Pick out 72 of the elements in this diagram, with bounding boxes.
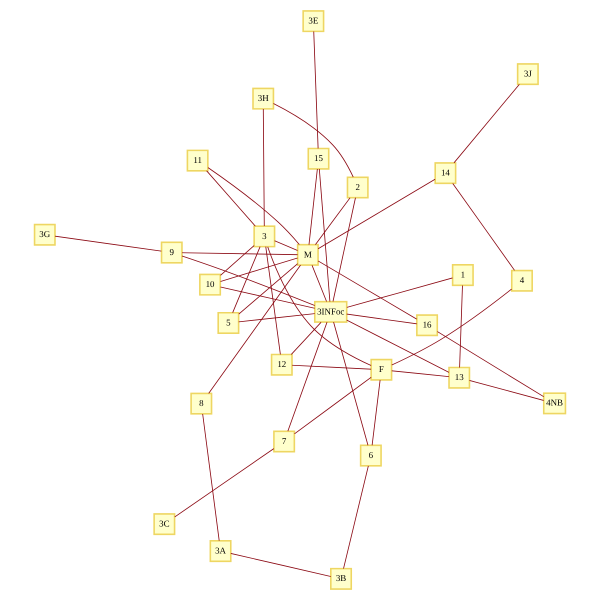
connector <box>274 240 298 251</box>
node-box: 4 <box>510 270 533 292</box>
connector <box>332 197 356 302</box>
connector <box>182 256 316 306</box>
connector <box>262 108 265 226</box>
node-box: 3A <box>210 540 232 562</box>
connector <box>206 170 256 227</box>
connector <box>308 168 318 246</box>
node-box: 11 <box>186 150 209 172</box>
node-box: 3B <box>330 568 352 590</box>
node-box: 10 <box>199 274 222 296</box>
node-box: 3H <box>252 88 274 110</box>
node-box: 5 <box>217 312 240 334</box>
connector <box>267 246 372 366</box>
connector <box>182 252 298 256</box>
connector <box>220 286 316 309</box>
node-box: 1 <box>452 264 474 286</box>
node-box: 15 <box>307 148 330 170</box>
connector <box>312 264 327 302</box>
connector <box>230 553 332 577</box>
connector <box>265 246 281 355</box>
connector <box>452 183 515 271</box>
node-box: 14 <box>434 162 456 184</box>
connector <box>174 448 274 518</box>
connector <box>318 260 418 320</box>
connector <box>346 278 453 308</box>
connector <box>202 414 220 542</box>
node-box: 3G <box>34 224 56 246</box>
node-box: 12 <box>270 354 293 376</box>
node-box: M <box>296 244 319 266</box>
connector <box>208 264 301 394</box>
connector <box>469 380 544 401</box>
connector <box>454 84 520 164</box>
connector <box>346 314 418 324</box>
connector <box>391 370 450 378</box>
node-box: 3INFoc <box>314 300 348 323</box>
connector <box>238 313 316 322</box>
node-box: 2 <box>346 176 369 198</box>
node-box: 3E <box>302 10 324 32</box>
connector <box>343 466 369 569</box>
node-box: 6 <box>360 444 382 467</box>
connector <box>391 288 512 366</box>
connector <box>292 364 372 370</box>
connector <box>290 322 322 355</box>
connector <box>436 331 544 398</box>
connector <box>54 236 162 252</box>
connector <box>333 322 368 446</box>
connector <box>313 31 319 149</box>
node-box: 4NB <box>542 392 566 414</box>
connector <box>318 178 436 250</box>
node-box: 7 <box>273 430 296 452</box>
node-box: F <box>370 358 392 381</box>
connector <box>238 263 298 314</box>
connector <box>220 258 298 282</box>
connector <box>232 246 261 314</box>
node-box: 3 <box>253 225 276 248</box>
connector <box>273 103 354 178</box>
connector <box>208 167 300 245</box>
connector <box>220 245 255 276</box>
connector <box>287 322 328 432</box>
connector <box>346 320 450 373</box>
node-box: 13 <box>448 366 470 389</box>
node-box: 8 <box>190 392 212 415</box>
connector <box>372 380 381 446</box>
connector <box>459 285 463 368</box>
node-box: 16 <box>416 314 438 336</box>
connector <box>294 376 372 434</box>
node-box: 3C <box>153 513 176 536</box>
connector <box>315 197 350 246</box>
connector <box>318 168 330 302</box>
node-box: 9 <box>160 242 183 264</box>
node-box: 3J <box>516 63 539 86</box>
